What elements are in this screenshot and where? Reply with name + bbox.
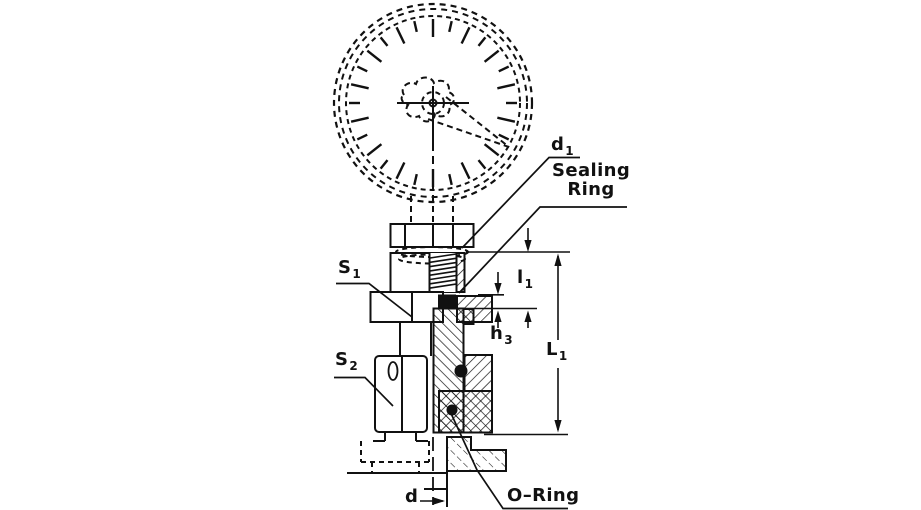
gauge-movement-outline xyxy=(400,76,456,123)
gauge-needle xyxy=(427,96,510,148)
gauge-hub xyxy=(421,91,445,115)
thread-band xyxy=(428,253,458,292)
sealing-ring-section xyxy=(438,294,456,308)
label-l1: l1 xyxy=(517,267,534,291)
o-ring-dot-lower xyxy=(446,404,458,416)
gauge-tick-marks xyxy=(349,19,517,187)
label-h3: h3 xyxy=(490,323,513,347)
hex-body-s2 xyxy=(374,322,432,433)
phantom-connector xyxy=(347,432,446,490)
s2-face-detail xyxy=(387,361,399,381)
o-ring-dot-upper xyxy=(454,364,468,378)
base-block xyxy=(446,436,507,472)
leader-lines xyxy=(334,156,627,510)
label-s2: S2 xyxy=(335,349,359,373)
dimension-lines xyxy=(420,228,570,505)
label-d: d xyxy=(405,486,419,507)
gauge-dial xyxy=(332,2,534,204)
gauge-stem-hidden xyxy=(410,196,454,224)
label-d1: d1 xyxy=(551,134,575,158)
label-L1: L1 xyxy=(546,339,568,363)
upper-boss xyxy=(389,252,466,293)
label-o-ring: O–Ring xyxy=(507,485,580,506)
label-sealing-ring: Sealing Ring xyxy=(552,160,631,200)
label-s1: S1 xyxy=(338,257,362,281)
